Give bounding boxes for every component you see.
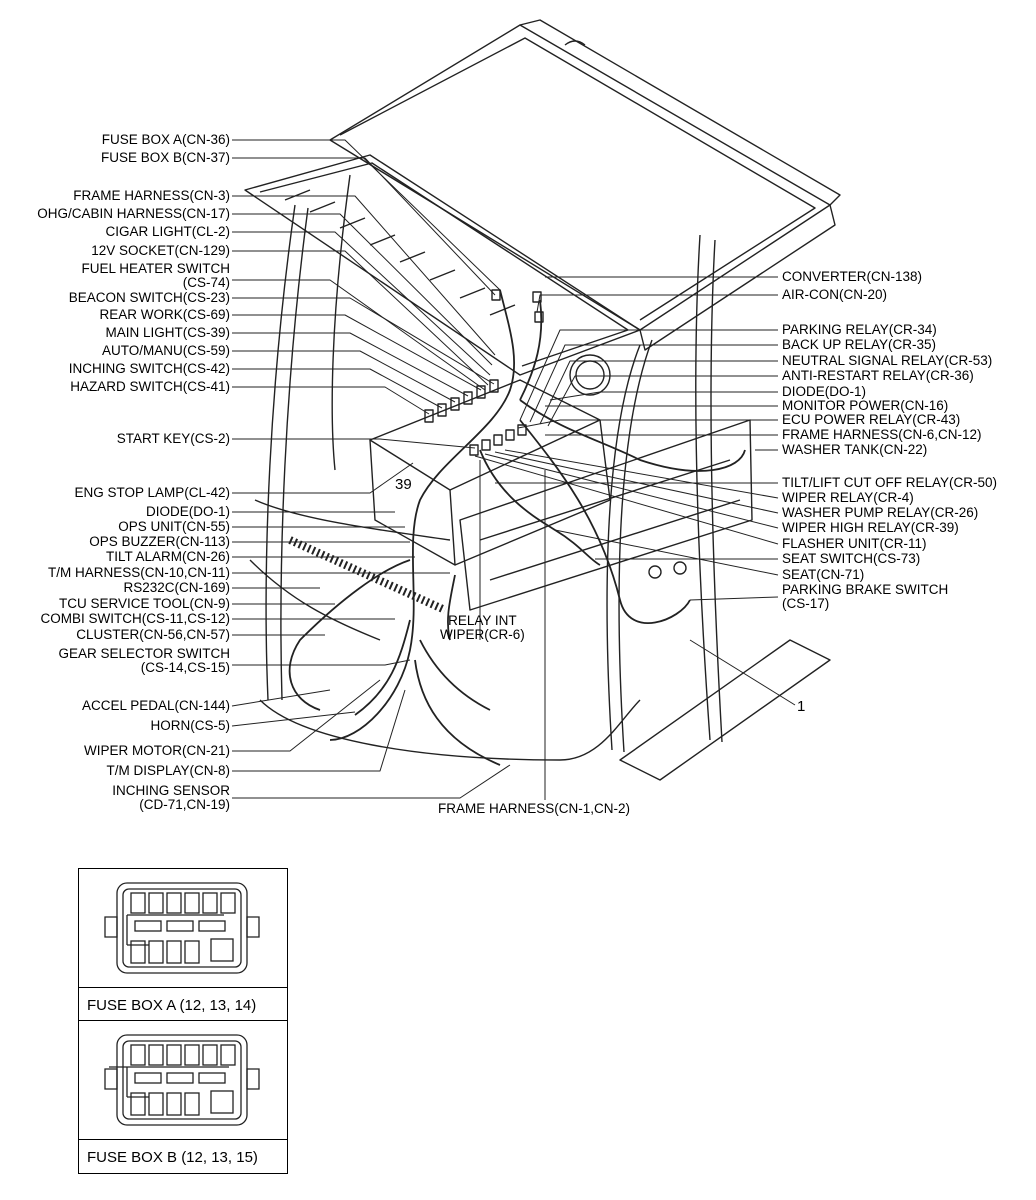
callout-1: 1	[797, 698, 806, 715]
fuse-box-a-inset: FUSE BOX A (12, 13, 14)	[78, 868, 288, 1022]
label-washer-pump-relay: WASHER PUMP RELAY(CR-26)	[782, 505, 979, 520]
label-start-key: START KEY(CS-2)	[116, 431, 230, 446]
label-diode-right: DIODE(DO-1)	[782, 384, 866, 399]
label-ops-buzzer: OPS BUZZER(CN-113)	[89, 534, 230, 549]
label-fuse-box-b: FUSE BOX B(CN-37)	[100, 150, 230, 165]
label-inching-sensor: INCHING SENSOR (CD-71,CN-19)	[112, 783, 230, 812]
frame-harness-cn1-label: FRAME HARNESS(CN-1,CN-2)	[438, 801, 631, 816]
label-diode-left: DIODE(DO-1)	[146, 504, 230, 519]
fuse-box-a-drawing	[104, 882, 260, 974]
leader-lines-left	[231, 139, 511, 799]
label-monitor-power: MONITOR POWER(CN-16)	[782, 398, 949, 413]
cabin-frame	[249, 174, 831, 781]
label-inching-switch: INCHING SWITCH(CS-42)	[68, 361, 230, 376]
relay-int-wiper-label: RELAY INT WIPER(CR-6)	[440, 613, 525, 642]
label-ops-unit: OPS UNIT(CN-55)	[118, 519, 230, 534]
label-wiper-motor: WIPER MOTOR(CN-21)	[83, 743, 230, 758]
label-rs232c: RS232C(CN-169)	[123, 580, 230, 595]
label-combi-switch: COMBI SWITCH(CS-11,CS-12)	[40, 611, 230, 626]
label-tilt-alarm: TILT ALARM(CN-26)	[105, 549, 230, 564]
label-eng-stop-lamp: ENG STOP LAMP(CL-42)	[74, 485, 230, 500]
fuse-box-b-inset: FUSE BOX B (12, 13, 15)	[78, 1020, 288, 1174]
label-seat: SEAT(CN-71)	[782, 567, 865, 582]
label-hazard-switch: HAZARD SWITCH(CS-41)	[70, 379, 230, 394]
label-parking-relay: PARKING RELAY(CR-34)	[782, 322, 937, 337]
label-frame-harness-cn6: FRAME HARNESS(CN-6,CN-12)	[782, 427, 982, 442]
label-main-light: MAIN LIGHT(CS-39)	[105, 325, 230, 340]
callout-39: 39	[395, 476, 412, 493]
label-fuel-heater-switch: FUEL HEATER SWITCH (CS-74)	[81, 261, 230, 290]
label-beacon-switch: BEACON SWITCH(CS-23)	[68, 290, 230, 305]
label-cigar-light: CIGAR LIGHT(CL-2)	[105, 224, 230, 239]
label-accel-pedal: ACCEL PEDAL(CN-144)	[81, 698, 230, 713]
label-wiper-high-relay: WIPER HIGH RELAY(CR-39)	[782, 520, 959, 535]
label-fuse-box-a: FUSE BOX A(CN-36)	[101, 132, 230, 147]
label-washer-tank: WASHER TANK(CN-22)	[782, 442, 928, 457]
fuse-box-a-caption: FUSE BOX A (12, 13, 14)	[87, 997, 257, 1014]
label-back-up-relay: BACK UP RELAY(CR-35)	[782, 337, 937, 352]
leader-lines-center	[479, 460, 546, 800]
label-wiper-relay: WIPER RELAY(CR-4)	[782, 490, 914, 505]
label-ecu-power-relay: ECU POWER RELAY(CR-43)	[782, 412, 961, 427]
switch-cluster	[424, 289, 544, 456]
label-tm-display: T/M DISPLAY(CN-8)	[106, 763, 230, 778]
label-rear-work: REAR WORK(CS-69)	[99, 307, 230, 322]
label-gear-selector-switch: GEAR SELECTOR SWITCH (CS-14,CS-15)	[58, 646, 230, 675]
label-anti-restart-relay: ANTI-RESTART RELAY(CR-36)	[782, 368, 974, 383]
label-flasher-unit: FLASHER UNIT(CR-11)	[782, 536, 927, 551]
label-12v-socket: 12V SOCKET(CN-129)	[91, 243, 230, 258]
fuse-box-b-drawing	[104, 1034, 260, 1126]
label-tilt-lift-cut-off-relay: TILT/LIFT CUT OFF RELAY(CR-50)	[782, 475, 998, 490]
label-tm-harness: T/M HARNESS(CN-10,CN-11)	[47, 565, 230, 580]
label-air-con: AIR-CON(CN-20)	[782, 287, 888, 302]
label-parking-brake-switch: PARKING BRAKE SWITCH (CS-17)	[782, 582, 949, 611]
label-seat-switch: SEAT SWITCH(CS-73)	[782, 551, 921, 566]
label-horn: HORN(CS-5)	[150, 718, 231, 733]
harness-diagram	[231, 19, 841, 800]
label-ohg-cabin-harness: OHG/CABIN HARNESS(CN-17)	[37, 206, 230, 221]
label-converter: CONVERTER(CN-138)	[782, 269, 923, 284]
label-neutral-signal-relay: NEUTRAL SIGNAL RELAY(CR-53)	[782, 353, 993, 368]
dashboard	[288, 354, 753, 614]
label-cluster: CLUSTER(CN-56,CN-57)	[76, 627, 230, 642]
label-auto-manu: AUTO/MANU(CS-59)	[101, 343, 230, 358]
leader-lines-right	[474, 276, 796, 706]
label-frame-harness-cn3: FRAME HARNESS(CN-3)	[73, 188, 230, 203]
label-tcu-service-tool: TCU SERVICE TOOL(CN-9)	[58, 596, 230, 611]
fuse-box-b-caption: FUSE BOX B (12, 13, 15)	[87, 1149, 258, 1166]
